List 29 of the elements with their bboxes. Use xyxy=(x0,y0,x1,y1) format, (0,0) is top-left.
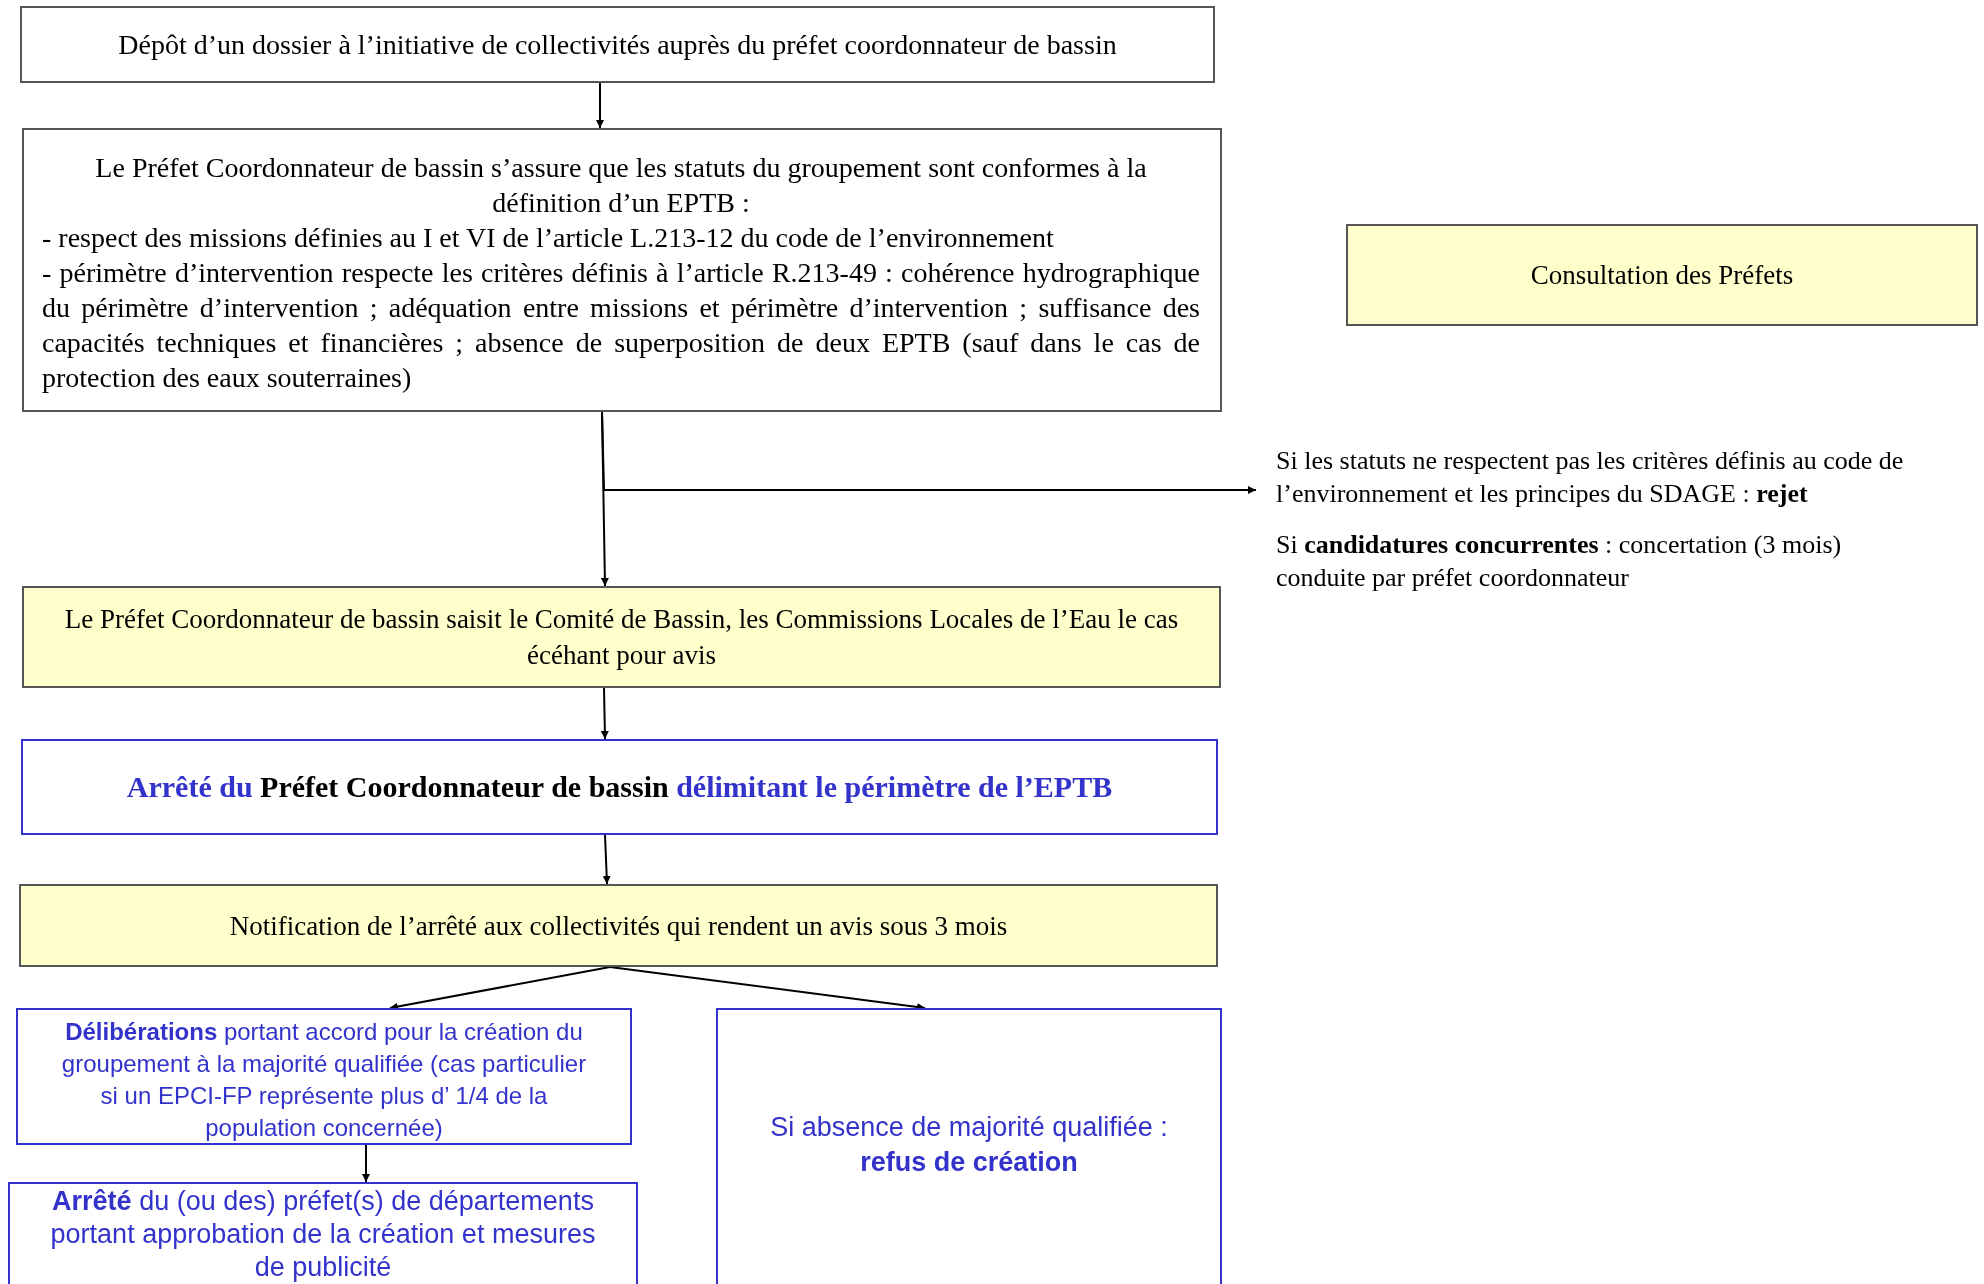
arrow xyxy=(602,834,611,885)
decree-box xyxy=(21,739,1218,835)
box-text: - respect des missions définies au I et VI de l’article L.213-12 du code de l’environnement xyxy=(42,220,1055,255)
box-text: Délibérations portant accord pour la création du groupement à la majorité qualifiée (cas particulier si un EPCI-FP représente plus d’ 1/4 de la population concernée) xyxy=(60,1017,588,1143)
process-box xyxy=(8,1182,638,1284)
arrow xyxy=(362,1144,370,1183)
box-text: Arrêté du (ou des) préfet(s) de départements portant approbation de la création et mesures de publicité xyxy=(50,1185,596,1284)
note-text: Si candidatures concurrentes : concertation (3 mois) conduite par préfet coordonnateur xyxy=(1276,529,1843,594)
box-text: Consultation des Préfets xyxy=(1529,259,1795,292)
box-text: Le Préfet Coordonnateur de bassin s’assure que les statuts du groupement sont conformes à la définition d’un EPTB : xyxy=(94,150,1148,220)
process-box xyxy=(22,128,1222,412)
box-text: Si absence de majorité qualifiée : refus de création xyxy=(769,1111,1169,1179)
box-text: Notification de l’arrêté aux collectivités qui rendent un avis sous 3 mois xyxy=(228,909,1009,943)
box-text: Arrêté du Préfet Coordonnateur de bassin délimitant le périmètre de l’EPTB xyxy=(125,769,1114,805)
box-text: - périmètre d’intervention respecte les critères définis à l’article R.213-49 : cohérence hydrographique du périmètre d’intervention ; adéquation entre missions et périmètre d’intervention ; suffisance des capacités techniques et financières ; absence de superposition de deux EPTB (sauf dans le cas de protection des eaux souterraines) xyxy=(42,255,1200,395)
box-text: Le Préfet Coordonnateur de bassin saisit le Comité de Bassin, les Commissions Locales de l’Eau le cas écéhant pour avis xyxy=(63,603,1180,672)
box-text: Si les statuts ne respectent pas les critères définis au code de l’environnement et les principes du SDAGE : rejet xyxy=(1276,445,1905,510)
arrow xyxy=(609,966,926,1011)
process-box xyxy=(716,1008,1222,1284)
arrow xyxy=(596,82,604,129)
arrow xyxy=(600,687,609,740)
process-box xyxy=(19,884,1218,967)
arrow xyxy=(389,966,611,1011)
process-box xyxy=(20,6,1215,83)
arrow xyxy=(601,411,1257,494)
process-box xyxy=(16,1008,632,1145)
box-text: Dépôt d’un dossier à l’initiative de collectivités auprès du préfet coordonnateur de bassin xyxy=(117,27,1118,62)
process-box xyxy=(1346,224,1978,326)
process-box xyxy=(22,586,1221,688)
